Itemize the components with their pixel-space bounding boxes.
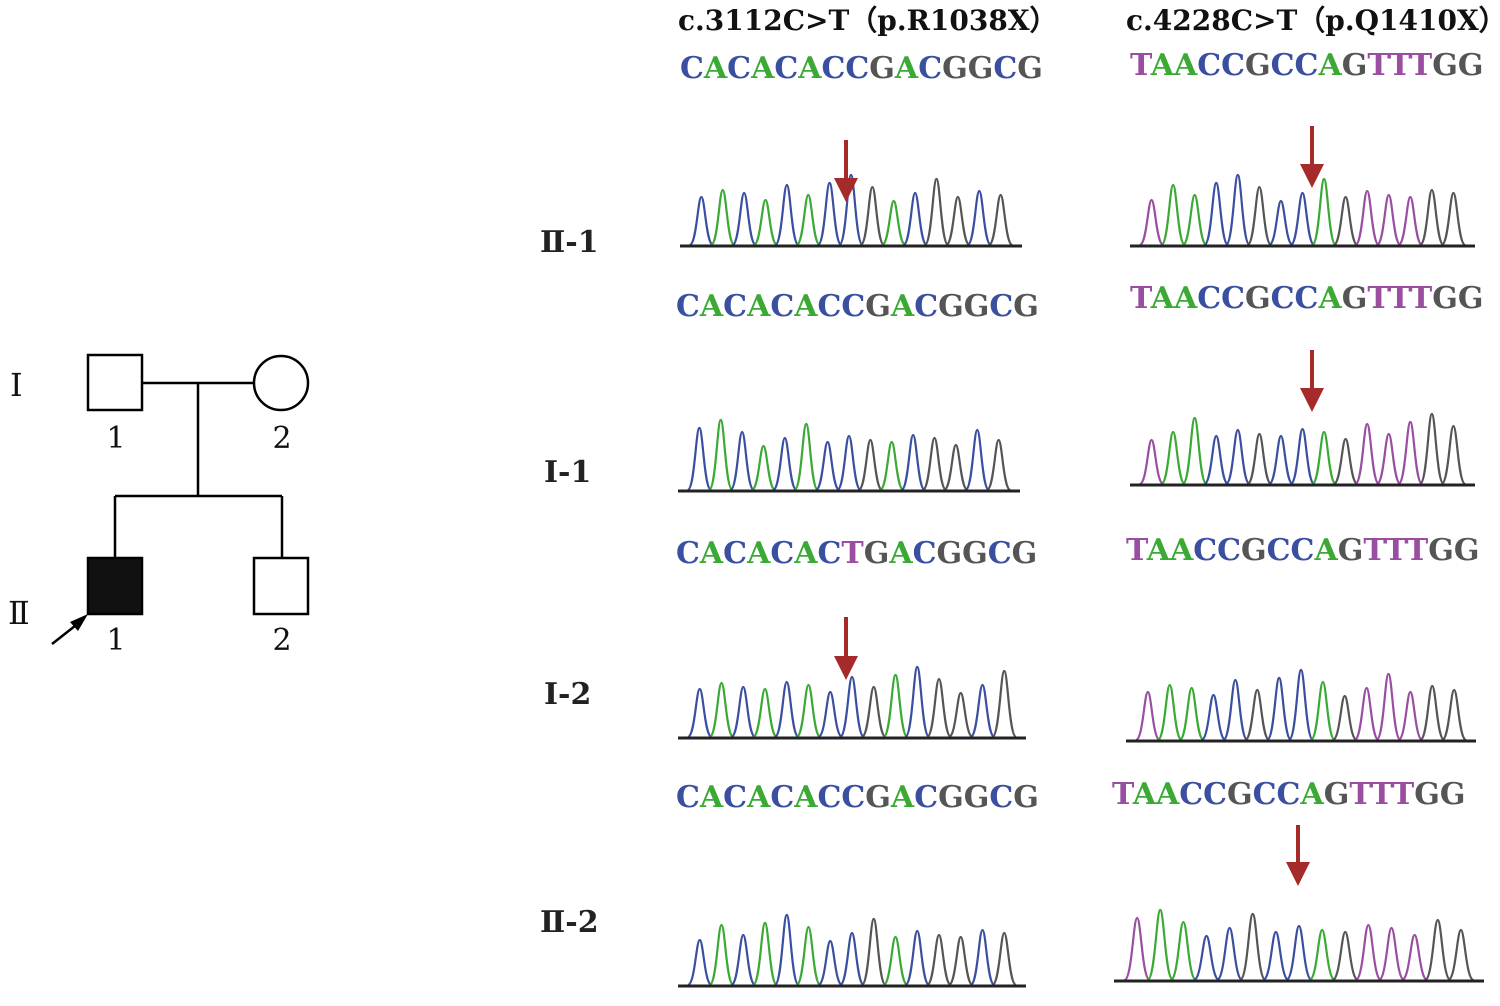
sample-3-seq-col2: TAACCGCCAGTTTGG: [1112, 777, 1465, 812]
sample-label-4: Ⅱ-2: [540, 905, 599, 940]
mutation-arrow-s4-col2: [1286, 825, 1310, 886]
ref-seq-col2: TAACCGCCAGTTTGG: [1130, 48, 1483, 83]
chromatogram-s3-col2: [1126, 668, 1476, 743]
chromatogram-s1-col1: [680, 173, 1022, 248]
generation-label-1: Ⅰ: [10, 366, 23, 404]
chromatograms: [678, 173, 1484, 988]
chromatogram-s2-col2: [1130, 412, 1475, 487]
sample-label-1: Ⅱ-1: [540, 225, 599, 260]
proband-arrow-icon: [51, 614, 88, 645]
chromatogram-s2-col1: [678, 418, 1020, 493]
sequence-labels: CACACACCGACGGCG TAACCGCCAGTTTGG CACACACCGA…: [676, 48, 1483, 815]
individual-2-2-male: [252, 556, 310, 616]
chromatogram-s4-col1: [678, 913, 1026, 988]
individual-1-1-male: [86, 353, 144, 412]
mutation-arrow-s1-col2: [1300, 126, 1324, 188]
sample-label-2: Ⅰ-1: [544, 455, 591, 490]
sample-2-seq-col2: TAACCGCCAGTTTGG: [1126, 533, 1479, 568]
sample-label-3: Ⅰ-2: [544, 677, 591, 712]
chromatogram-s1-col2: [1130, 173, 1475, 248]
sample-2-seq-col1: CACACACTGACGGCG: [676, 536, 1037, 571]
ref-seq-col1: CACACACCGACGGCG: [680, 51, 1043, 86]
individual-2-1-number: 1: [106, 623, 125, 658]
mutation-arrows: [834, 126, 1324, 886]
mutation-arrow-s2-col2: [1300, 350, 1324, 412]
sample-3-seq-col1: CACACACCGACGGCG: [676, 780, 1039, 815]
chromatogram-s4-col2: [1114, 908, 1484, 983]
individual-2-1-male-affected: [86, 556, 144, 616]
sample-1-seq-col1: CACACACCGACGGCG: [676, 289, 1039, 324]
pedigree-chart: Ⅰ Ⅱ 1 2 1 2: [8, 353, 310, 658]
mutation-arrow-s1-col1: [834, 140, 858, 202]
generation-label-2: Ⅱ: [8, 594, 30, 632]
individual-1-2-female: [252, 354, 310, 412]
individual-1-1-number: 1: [106, 421, 125, 456]
chromatogram-s3-col1: [678, 665, 1026, 740]
sample-1-seq-col2: TAACCGCCAGTTTGG: [1130, 281, 1483, 316]
mutation-arrow-s3-col1: [834, 617, 858, 680]
individual-2-2-number: 2: [272, 623, 291, 658]
mutation-1-label: c.3112C>T（p.R1038X）: [678, 4, 1058, 37]
mutation-2-label: c.4228C>T（p.Q1410X）: [1126, 4, 1500, 37]
individual-1-2-number: 2: [272, 421, 291, 456]
